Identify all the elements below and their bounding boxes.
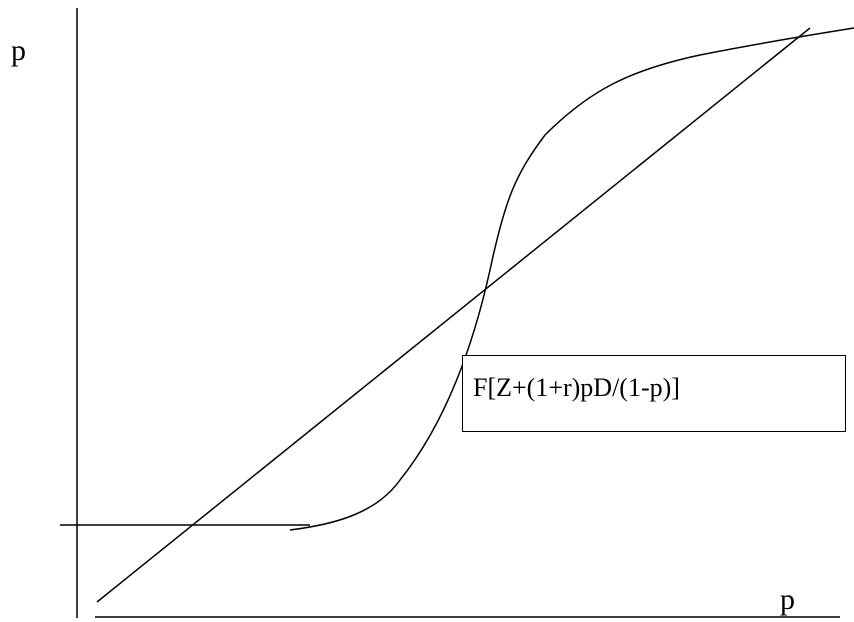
curve-label-text: F[Z+(1+r)pD/(1-p)]: [473, 373, 680, 402]
diagonal-line: [96, 27, 811, 603]
curve-label-box: F[Z+(1+r)pD/(1-p)]: [462, 355, 846, 432]
y-axis-label: p: [11, 34, 26, 67]
x-axis-label: p: [780, 583, 795, 616]
s-curve: [289, 27, 854, 531]
